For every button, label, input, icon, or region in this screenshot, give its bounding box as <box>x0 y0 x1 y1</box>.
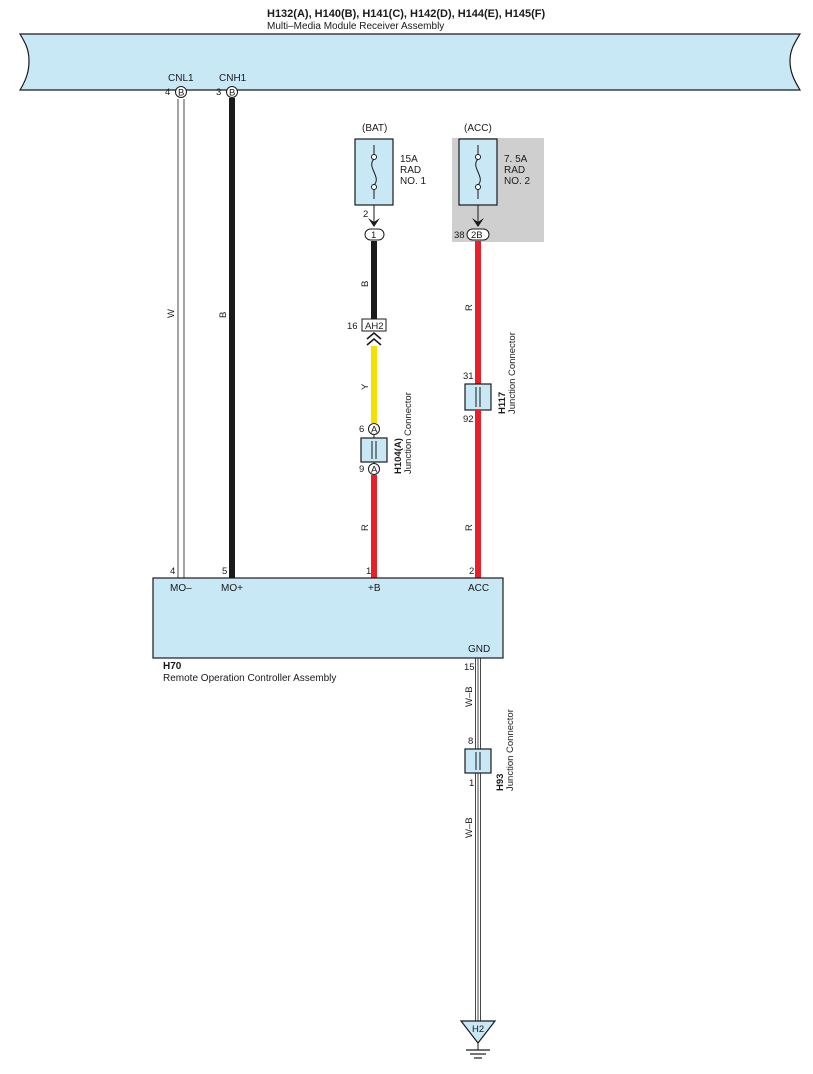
controller-name: Remote Operation Controller Assembly <box>163 673 336 684</box>
cnh1-label: CNH1 <box>219 73 247 84</box>
wire-b-main-label: B <box>218 312 229 318</box>
h93-pin-bottom: 1 <box>469 778 474 789</box>
h104-pin-top: 6 <box>359 424 364 435</box>
pin-gnd-number: 15 <box>464 662 475 673</box>
h104-bottom-pin: A <box>368 463 380 476</box>
wire-y-label: Y <box>360 383 371 390</box>
wire-w <box>177 99 185 578</box>
acc-supply-label: (ACC) <box>464 123 492 134</box>
acc-fuse-rad: RAD <box>504 165 525 176</box>
cnl1-pin: B <box>175 86 187 99</box>
svg-text:1: 1 <box>371 230 376 241</box>
svg-text:B: B <box>178 88 184 99</box>
acc-fuse-box <box>458 138 498 206</box>
acc-terminal: 2B <box>466 228 490 241</box>
top-assembly-codes: H132(A), H140(B), H141(C), H142(D), H144… <box>267 8 545 20</box>
ah2-connector: AH2 <box>361 318 387 332</box>
wire-r-acc-top-label: R <box>464 304 475 311</box>
wire-r-acc-bottom-label: R <box>464 524 475 531</box>
h93-connector-box <box>464 748 492 774</box>
acc-fuse-pin: 38 <box>454 230 465 241</box>
svg-text:A: A <box>371 465 378 476</box>
wire-wb-top-label: W–B <box>464 686 475 707</box>
svg-text:AH2: AH2 <box>365 321 383 332</box>
acc-fuse-no: NO. 2 <box>504 176 531 187</box>
acc-fuse-rating: 7. 5A <box>504 154 528 165</box>
pin-mo-minus-label: MO– <box>170 583 192 594</box>
wire-wb-bottom-label: W–B <box>464 817 475 838</box>
wire-wb-bottom <box>475 773 481 1021</box>
h117-name: Junction Connector <box>507 332 518 414</box>
cnh1-pin: B <box>226 86 238 99</box>
svg-text:B: B <box>229 88 235 99</box>
h104-pin-bottom: 9 <box>359 464 364 475</box>
h93-code: H93 <box>495 774 506 791</box>
svg-text:A: A <box>371 425 378 436</box>
h104-name: Junction Connector <box>403 392 414 474</box>
pin-plus-b-number: 1 <box>366 566 371 577</box>
bat-supply-label: (BAT) <box>362 123 387 134</box>
pin-plus-b-label: +B <box>368 583 381 594</box>
pin-acc-label: ACC <box>468 583 489 594</box>
pin-gnd-label: GND <box>468 644 490 655</box>
h117-pin-top: 31 <box>463 371 474 382</box>
bat-fuse-rating: 15A <box>400 154 418 165</box>
h117-pin-bottom: 92 <box>463 414 474 425</box>
ground-label: H2 <box>472 1024 484 1035</box>
pin-mo-plus-number: 5 <box>222 566 227 577</box>
ah2-chevron-icon <box>366 331 382 346</box>
pin-acc-number: 2 <box>469 566 474 577</box>
pin-mo-minus-number: 4 <box>170 566 175 577</box>
wire-wb-top <box>475 658 481 750</box>
wire-w-label: W <box>166 309 177 318</box>
h104-code: H104(A) <box>393 438 404 474</box>
bat-fuse-rad: RAD <box>400 165 421 176</box>
h93-pin-top: 8 <box>468 736 473 747</box>
wire-r-bat-label: R <box>360 524 371 531</box>
bat-terminal: 1 <box>364 228 385 241</box>
bat-fuse-pin: 2 <box>363 209 368 220</box>
ground-icon <box>459 1020 497 1059</box>
controller-code: H70 <box>163 661 182 672</box>
pin-mo-plus-label: MO+ <box>221 583 243 594</box>
acc-arrow-icon <box>472 218 484 227</box>
wire-b-bat-label: B <box>360 281 371 287</box>
h104-top-pin: A <box>368 423 380 436</box>
h117-code: H117 <box>497 392 508 414</box>
bat-fuse-no: NO. 1 <box>400 176 427 187</box>
cnh1-pin-number: 3 <box>216 87 221 98</box>
bat-arrow-icon <box>368 218 380 227</box>
ah2-pin: 16 <box>347 321 358 332</box>
top-assembly-name: Multi–Media Module Receiver Assembly <box>267 21 444 32</box>
controller-box <box>152 577 504 659</box>
svg-text:2B: 2B <box>471 230 483 241</box>
bat-fuse-box <box>354 138 394 206</box>
h104-connector-box <box>360 437 388 463</box>
cnl1-label: CNL1 <box>168 73 194 84</box>
top-assembly-box <box>18 33 802 91</box>
h117-connector-box <box>464 383 492 411</box>
h93-name: Junction Connector <box>505 709 516 791</box>
cnl1-pin-number: 4 <box>165 87 170 98</box>
